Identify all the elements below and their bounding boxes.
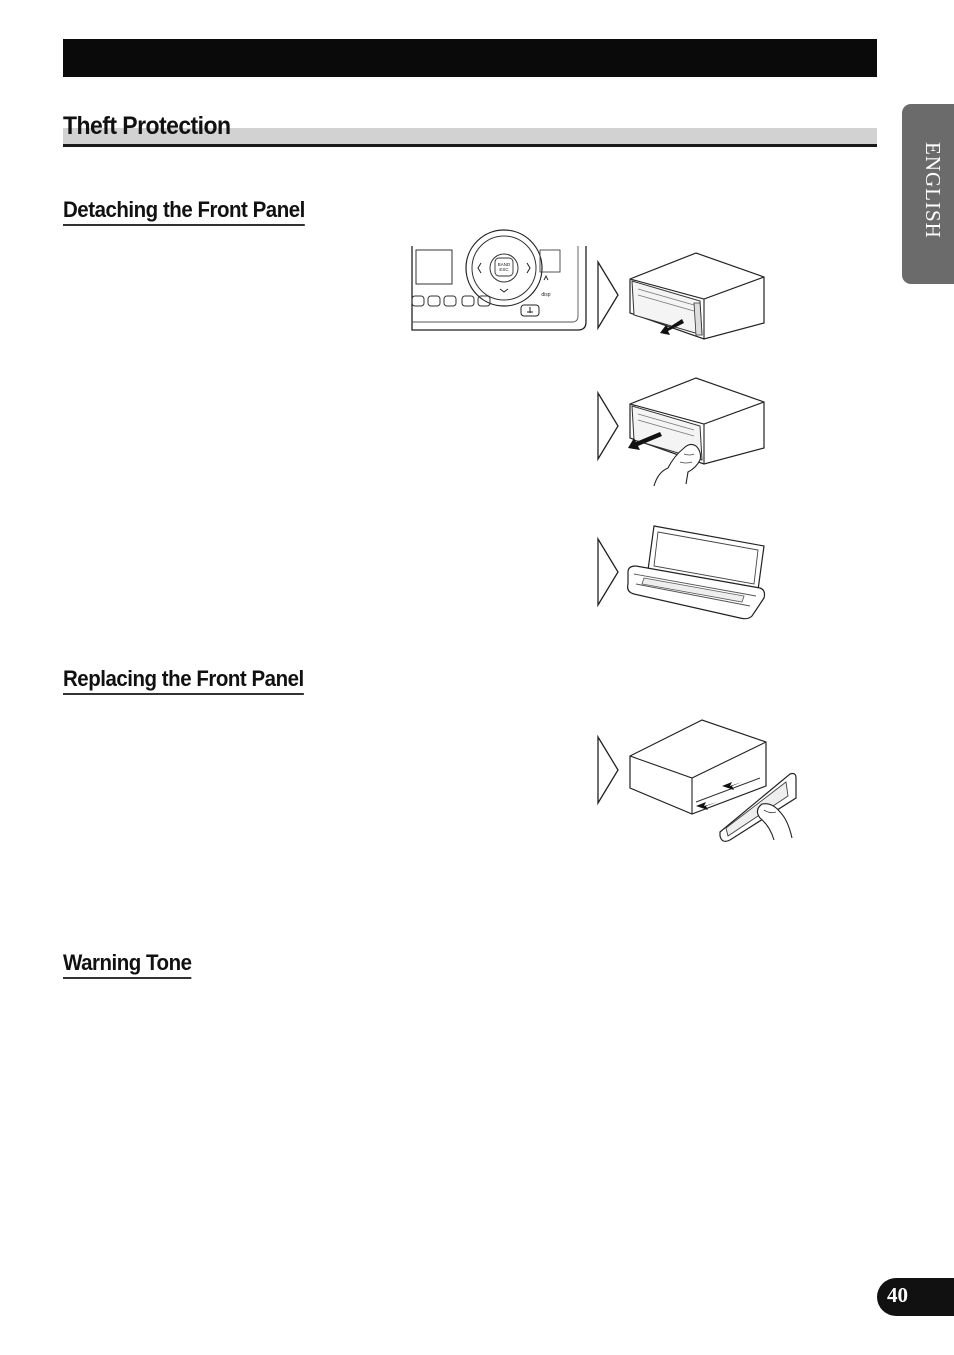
language-tab: ENGLISH xyxy=(902,104,954,284)
subsection-warning-tone-title: Warning Tone xyxy=(63,950,192,979)
header-bar xyxy=(63,39,877,77)
section-heading: Theft Protection xyxy=(63,108,877,148)
step-arrow-icon xyxy=(597,734,619,806)
svg-text:disp: disp xyxy=(541,292,550,298)
panel-pull-illustration xyxy=(628,377,765,487)
page-number: 40 xyxy=(887,1283,908,1307)
step-arrow-icon xyxy=(597,536,619,608)
panel-case-illustration xyxy=(627,525,766,620)
heading-band xyxy=(63,128,877,145)
svg-text:ESC: ESC xyxy=(499,267,509,272)
page-number-badge: 40 xyxy=(877,1278,954,1316)
step-arrow-icon xyxy=(597,390,619,462)
subsection-replacing-title: Replacing the Front Panel xyxy=(63,666,304,695)
section-title: Theft Protection xyxy=(63,112,231,140)
language-label: ENGLISH xyxy=(921,142,945,239)
panel-release-illustration xyxy=(629,252,765,340)
panel-replace-illustration xyxy=(629,719,797,842)
svg-text:BAND: BAND xyxy=(498,262,511,267)
subsection-detaching-title: Detaching the Front Panel xyxy=(63,197,305,226)
step-arrow-icon xyxy=(597,259,619,331)
head-unit-panel-illustration: BAND ESC disp xyxy=(411,229,587,331)
heading-rule xyxy=(63,144,877,147)
